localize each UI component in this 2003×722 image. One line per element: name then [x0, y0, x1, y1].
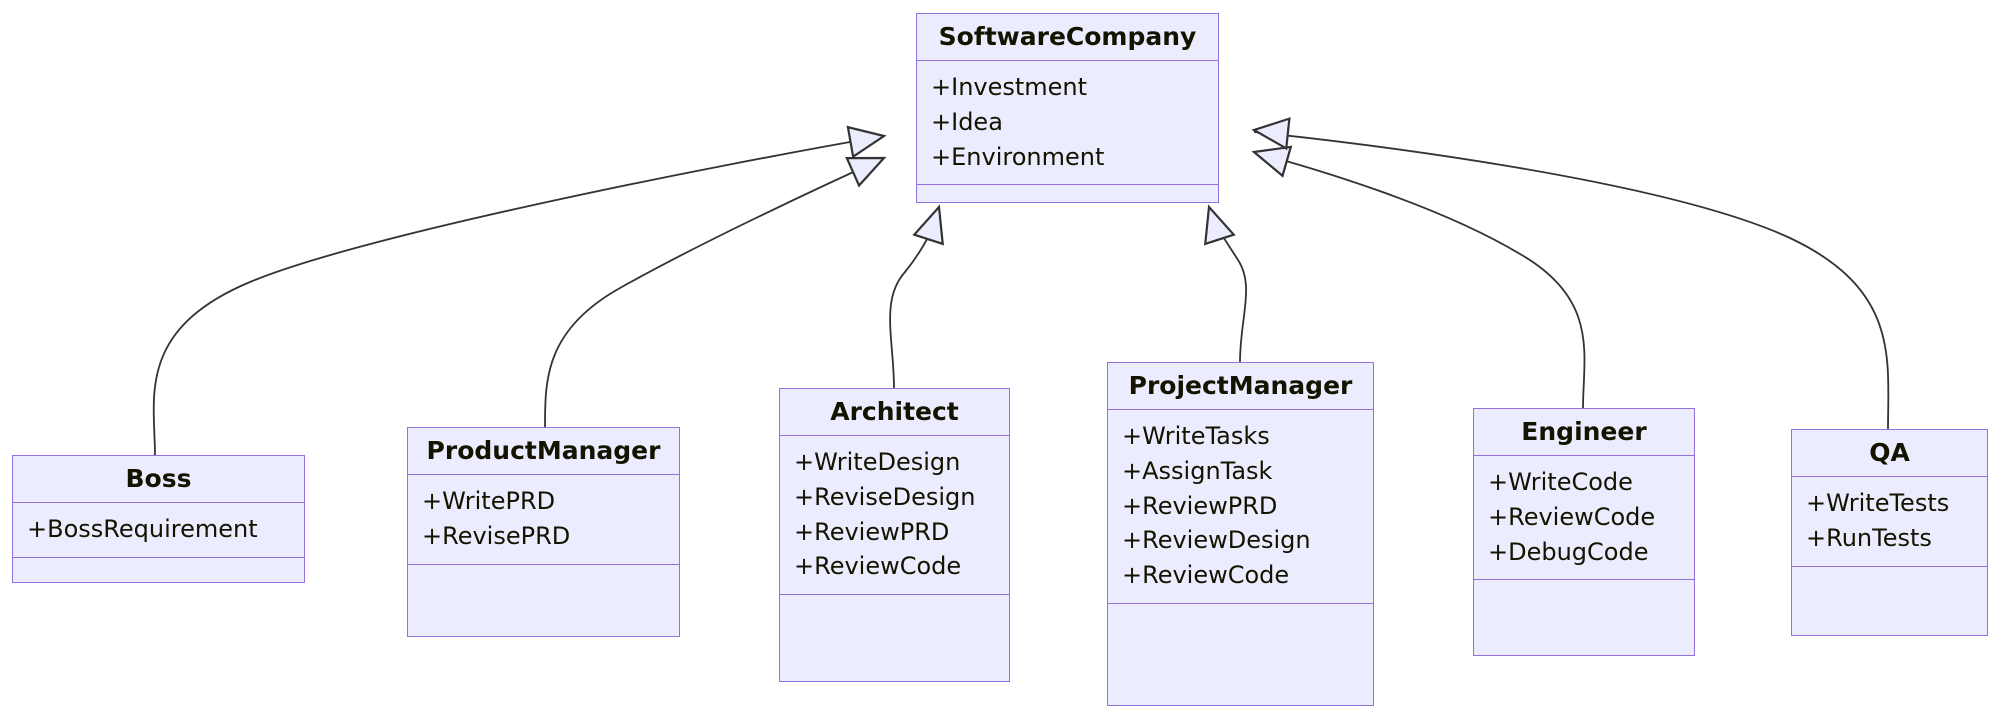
class-attributes-architect: +WriteDesign +ReviseDesign +ReviewPRD +Revi… — [780, 436, 1009, 596]
class-attribute: +ReviewPRD — [794, 517, 950, 546]
class-attribute: +WriteCode — [1488, 468, 1633, 496]
inheritance-arrowhead-icon — [845, 156, 887, 188]
class-attribute: +BossRequirement — [27, 515, 258, 543]
class-node-productmanager[interactable]: ProductManager +WritePRD +RevisePRD — [407, 427, 680, 637]
class-attribute: +RunTests — [1806, 523, 1932, 552]
class-methods-qa — [1792, 567, 1987, 635]
class-title-softwarecompany: SoftwareCompany — [917, 14, 1218, 61]
class-attributes-qa: +WriteTests +RunTests — [1792, 477, 1987, 567]
class-attribute: +WriteTests — [1806, 489, 1950, 517]
inheritance-edge — [152, 135, 885, 456]
class-attribute: +Environment — [931, 142, 1105, 171]
class-attributes-projectmanager: +WriteTasks +AssignTask +ReviewPRD +ReviewD… — [1108, 410, 1373, 604]
inheritance-arrowhead-icon — [912, 204, 945, 246]
class-attributes-boss: +BossRequirement — [13, 503, 304, 558]
class-methods-boss — [13, 558, 304, 582]
class-methods-projectmanager — [1108, 604, 1373, 705]
inheritance-arrowhead-icon — [1251, 145, 1293, 178]
class-attributes-productmanager: +WritePRD +RevisePRD — [408, 475, 679, 565]
class-attribute: +ReviseDesign — [794, 482, 976, 511]
class-attribute: +ReviewCode — [794, 552, 962, 581]
class-title-engineer: Engineer — [1474, 409, 1694, 456]
class-attribute: +WriteDesign — [794, 448, 961, 476]
class-node-qa[interactable]: QA +WriteTests +RunTests — [1791, 429, 1988, 636]
class-attribute: +ReviewPRD — [1122, 491, 1278, 520]
class-node-boss[interactable]: Boss +BossRequirement — [12, 455, 305, 583]
class-title-qa: QA — [1792, 430, 1987, 477]
class-title-productmanager: ProductManager — [408, 428, 679, 475]
class-attributes-softwarecompany: +Investment +Idea +Environment — [917, 61, 1218, 186]
class-methods-architect — [780, 595, 1009, 681]
class-methods-engineer — [1474, 580, 1694, 655]
class-attributes-engineer: +WriteCode +ReviewCode +DebugCode — [1474, 456, 1694, 581]
inheritance-edge — [889, 217, 938, 389]
class-node-projectmanager[interactable]: ProjectManager +WriteTasks +AssignTask +Re… — [1107, 362, 1374, 706]
class-node-architect[interactable]: Architect +WriteDesign +ReviseDesign +Revi… — [779, 388, 1010, 682]
class-title-boss: Boss — [13, 456, 304, 503]
class-methods-productmanager — [408, 565, 679, 636]
class-node-engineer[interactable]: Engineer +WriteCode +ReviewCode +DebugCode — [1473, 408, 1695, 656]
inheritance-arrowhead-icon — [1203, 204, 1236, 246]
class-attribute: +ReviewCode — [1122, 561, 1290, 590]
class-attribute: +RevisePRD — [422, 521, 571, 550]
inheritance-arrowhead-icon — [1251, 117, 1291, 151]
class-attribute: +WriteTasks — [1122, 422, 1270, 450]
class-attribute: +AssignTask — [1122, 456, 1273, 485]
inheritance-arrowhead-icon — [846, 125, 887, 159]
class-methods-softwarecompany — [917, 185, 1218, 202]
inheritance-edge — [1210, 215, 1248, 363]
class-node-softwarecompany[interactable]: SoftwareCompany +Investment +Idea +Environ… — [916, 13, 1219, 203]
class-attribute: +ReviewDesign — [1122, 526, 1311, 555]
class-title-architect: Architect — [780, 389, 1009, 436]
class-attribute: +WritePRD — [422, 487, 556, 515]
class-attribute: +Investment — [931, 73, 1088, 101]
class-attribute: +DebugCode — [1488, 537, 1649, 566]
class-title-projectmanager: ProjectManager — [1108, 363, 1373, 410]
inheritance-edge — [544, 157, 885, 428]
class-attribute: +ReviewCode — [1488, 502, 1656, 531]
class-attribute: +Idea — [931, 107, 1003, 136]
